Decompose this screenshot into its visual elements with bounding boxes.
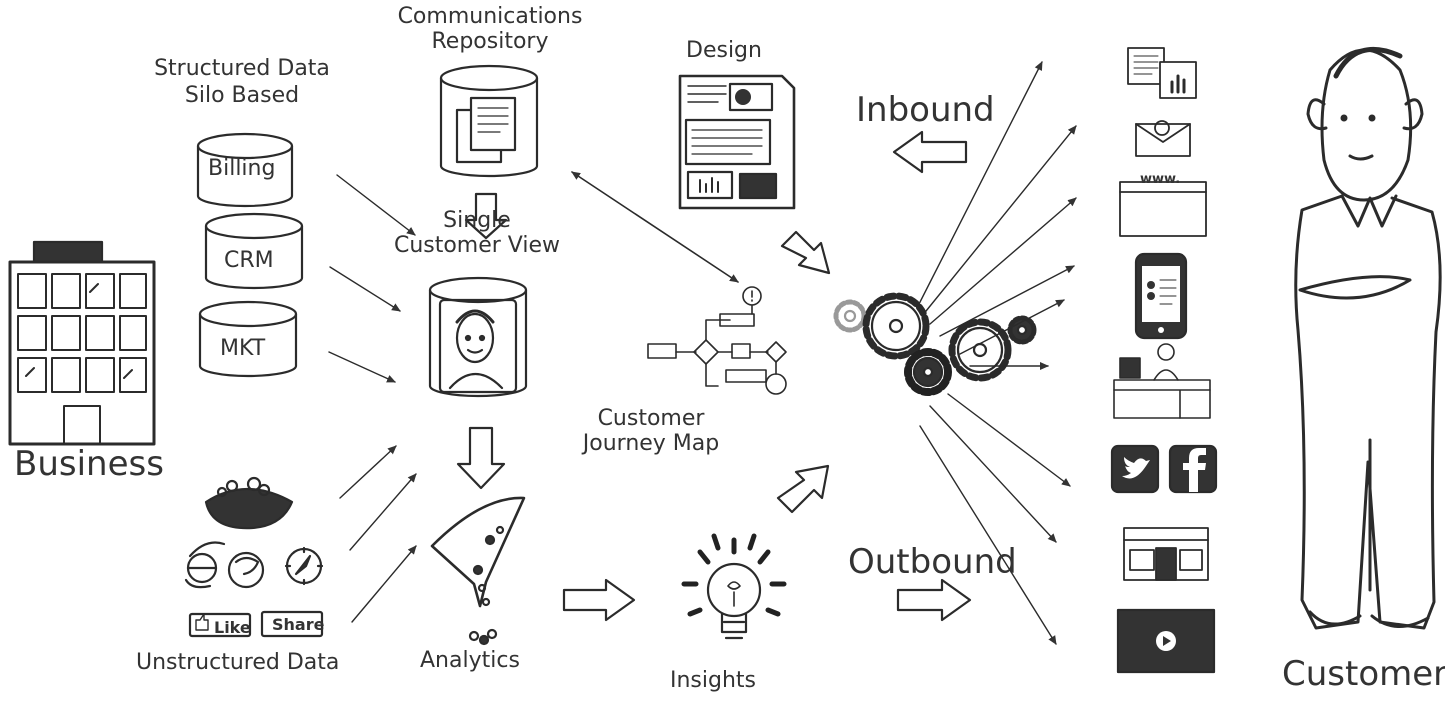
crm-database-icon [204, 212, 304, 290]
crm-label: CRM [224, 248, 274, 273]
inbound-label: Inbound [856, 90, 995, 130]
structured-data-line2: Silo Based [184, 83, 300, 108]
processing-gears-icon [833, 292, 1037, 396]
single-customer-view-label: Single Customer View [370, 208, 584, 258]
customer-journey-map-line1: Customer [597, 406, 705, 431]
arrow-inbound [892, 130, 968, 174]
website-url-label: www. [1140, 172, 1181, 187]
unstructured-data-label: Unstructured Data [136, 650, 340, 675]
arrow-outbound [896, 578, 972, 622]
structured-data-line1: Structured Data [154, 56, 330, 81]
gear-small-right-icon [1007, 315, 1037, 345]
gear-large-left-icon [862, 292, 930, 360]
store-icon [1123, 527, 1209, 581]
communications-repository-icon [439, 64, 539, 178]
email-icon [1135, 120, 1191, 157]
arrow-analytics-to-insights [562, 578, 636, 622]
share-button-icon [260, 610, 324, 638]
single-customer-view-line2: Customer View [393, 233, 561, 258]
customer-label: Customer [1282, 654, 1445, 694]
customer-figure-icon [1294, 46, 1442, 630]
insights-label: Insights [670, 668, 757, 693]
safari-compass-icon [284, 546, 324, 586]
call-center-icon [1113, 343, 1211, 419]
gear-dark-icon [904, 348, 952, 396]
business-building-icon [8, 240, 156, 446]
insights-lightbulb-icon [681, 533, 787, 640]
single-customer-view-icon [428, 276, 528, 398]
arrow-design-to-processing [780, 230, 831, 275]
customer-journey-map-line2: Journey Map [582, 431, 720, 456]
communications-repository-line2: Repository [431, 29, 549, 54]
like-button-label: Like [214, 618, 251, 637]
twitter-icon [1110, 444, 1160, 494]
arrow-down-repo-to-scv [464, 192, 508, 240]
video-icon [1116, 608, 1216, 674]
firefox-icon [227, 551, 265, 589]
documents-icon [1127, 47, 1197, 99]
facebook-icon [1168, 444, 1218, 494]
communications-repository-label: Communications Repository [380, 4, 600, 54]
analytics-label: Analytics [420, 648, 520, 673]
billing-label: Billing [208, 156, 276, 181]
design-document-icon [678, 74, 796, 210]
business-label: Business [14, 444, 164, 484]
channel-arrows [917, 61, 1077, 645]
customer-journey-map-icon [647, 286, 787, 395]
single-customer-view-line1: Single [443, 208, 511, 233]
share-button-label: Share [272, 615, 325, 634]
like-button-icon [188, 612, 252, 638]
outbound-label: Outbound [848, 542, 1017, 582]
arrows-structured-to-scv [328, 174, 416, 383]
gear-large-right-icon [948, 318, 1012, 382]
analytics-funnel-icon [430, 496, 526, 646]
customer-journey-map-label: Customer Journey Map [556, 406, 746, 456]
internet-explorer-icon [184, 541, 226, 589]
smartphone-icon [1134, 252, 1188, 340]
communications-repository-line1: Communications [397, 4, 583, 29]
arrows-unstructured-to-scv [339, 445, 417, 623]
design-label: Design [686, 38, 762, 63]
arrow-repository-journey-bidirectional [571, 171, 739, 283]
gear-small-left-icon [833, 299, 867, 333]
mkt-database-icon [198, 300, 298, 378]
arrow-down-scv-to-analytics [456, 426, 506, 490]
website-icon [1119, 181, 1207, 237]
arrow-insights-to-processing [776, 464, 830, 514]
world-map-icon [204, 476, 294, 530]
mkt-label: MKT [220, 336, 266, 361]
billing-database-icon [196, 132, 294, 208]
structured-data-label: Structured Data Silo Based [120, 56, 364, 108]
